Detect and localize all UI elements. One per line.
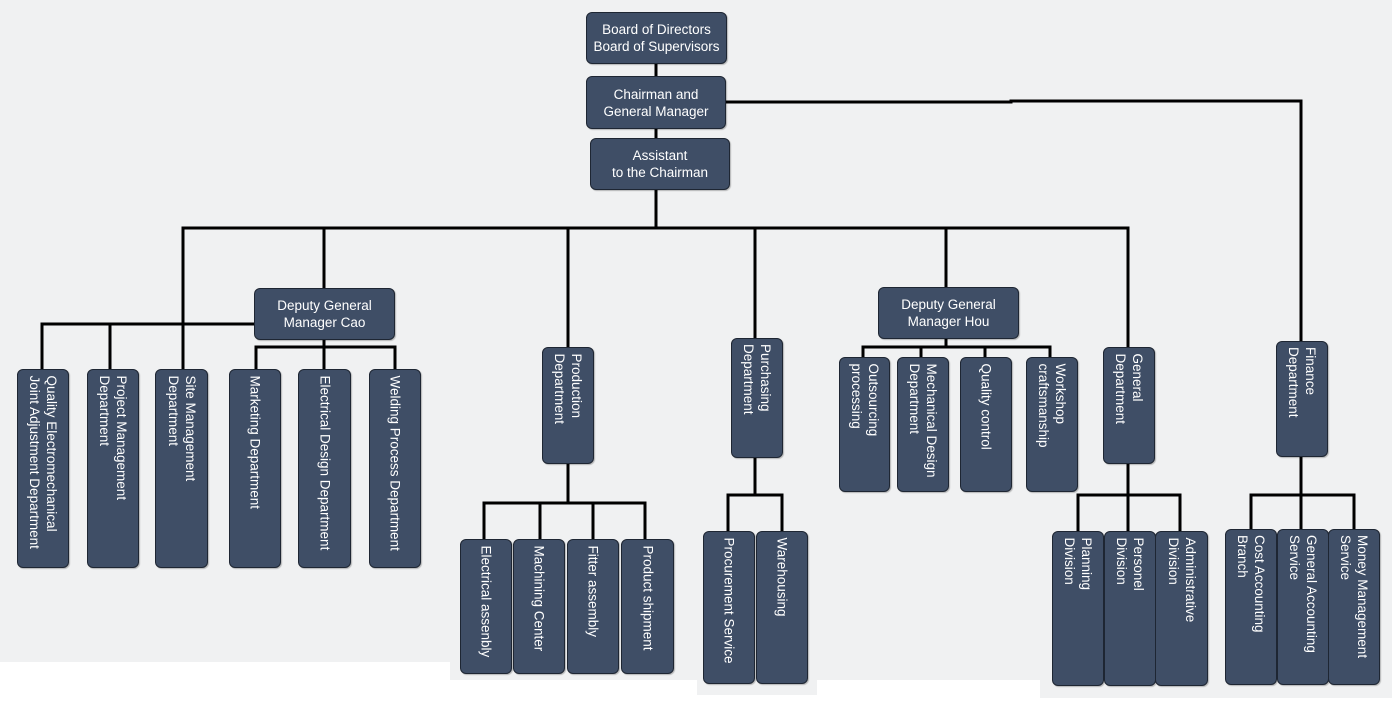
node-label: Deputy General Manager Cao (277, 298, 372, 330)
node-quality-control: Quality control (960, 357, 1012, 492)
node-electrical-design: Electrical Design Department (298, 369, 351, 568)
node-label: Quality Electromechanical Joint Adjustme… (27, 375, 59, 549)
node-label: Purchasing Department (741, 344, 773, 415)
node-label: Quality control (978, 363, 994, 450)
node-label: Site Management Department (165, 375, 198, 481)
node-label: Machining Center (531, 545, 547, 651)
node-label: Money Management Service (1338, 535, 1370, 659)
node-label: Electrical assenbly (478, 545, 494, 657)
node-label: Warehousing (774, 537, 790, 617)
node-site-management: Site Management Department (155, 369, 208, 568)
node-mechanical-design: Mechanical Design Department (897, 357, 949, 492)
node-marketing: Marketing Department (229, 369, 281, 568)
node-product-shipment: Product shipment (621, 539, 674, 674)
node-label: Chairman and General Manager (603, 86, 709, 119)
node-label: Electrical Design Department (317, 375, 332, 550)
node-label: Mechanical Design Department (907, 363, 939, 478)
node-label: Project Management Department (97, 375, 129, 500)
node-label: Outsourcing processing (848, 363, 881, 436)
node-label: Deputy General Manager Hou (901, 297, 996, 329)
node-project-management: Project Management Department (87, 369, 139, 568)
node-label: Marketing Department (247, 375, 263, 509)
node-general-accounting: General Accounting Service (1277, 529, 1329, 685)
node-label: Production Department (552, 353, 584, 424)
node-personnel: Personel Division (1104, 531, 1156, 686)
node-label: Procurement Service (721, 537, 737, 664)
node-production: Production Department (542, 347, 594, 464)
node-label: Cost Accounting Branch (1235, 535, 1267, 633)
node-money-management: Money Management Service (1328, 529, 1380, 685)
node-outsourcing: Outsourcing processing (839, 357, 890, 492)
node-label: Planning Division (1062, 537, 1094, 590)
node-administrative: Administrative Division (1155, 531, 1208, 686)
node-dgm-hou: Deputy General Manager Hou (878, 287, 1019, 339)
node-label: Board of Directors Board of Supervisors (593, 22, 720, 54)
node-procurement-service: Procurement Service (703, 531, 755, 684)
node-machining-center: Machining Center (513, 539, 565, 674)
node-chairman: Chairman and General Manager (586, 76, 726, 129)
node-planning: Planning Division (1052, 531, 1104, 686)
node-label: General Accounting Service (1287, 535, 1319, 653)
node-purchasing: Purchasing Department (731, 338, 783, 458)
node-warehousing: Warehousing (756, 531, 808, 684)
node-label: Personel Division (1114, 537, 1146, 591)
node-dgm-cao: Deputy General Manager Cao (254, 288, 395, 340)
node-cost-accounting: Cost Accounting Branch (1225, 529, 1277, 685)
node-label: General Department (1113, 353, 1145, 424)
node-label: Workshop craftsmanship (1036, 363, 1068, 448)
node-label: Fitter assembly (585, 545, 601, 637)
node-board: Board of Directors Board of Supervisors (586, 12, 727, 64)
node-electrical-assembly: Electrical assenbly (460, 539, 512, 674)
node-workshop: Workshop craftsmanship (1026, 357, 1078, 492)
node-label: Finance Department (1286, 347, 1318, 418)
node-welding-process: Welding Process Department (369, 369, 421, 568)
node-quality-electromechanical: Quality Electromechanical Joint Adjustme… (17, 369, 69, 568)
node-assistant: Assistant to the Chairman (590, 138, 730, 190)
node-label: Product shipment (640, 545, 655, 651)
node-fitter-assembly: Fitter assembly (567, 539, 619, 674)
node-general: General Department (1103, 347, 1155, 464)
node-label: Administrative Division (1165, 537, 1198, 622)
node-finance: Finance Department (1276, 341, 1328, 457)
node-label: Assistant to the Chairman (611, 148, 709, 180)
node-label: Welding Process Department (387, 375, 403, 551)
